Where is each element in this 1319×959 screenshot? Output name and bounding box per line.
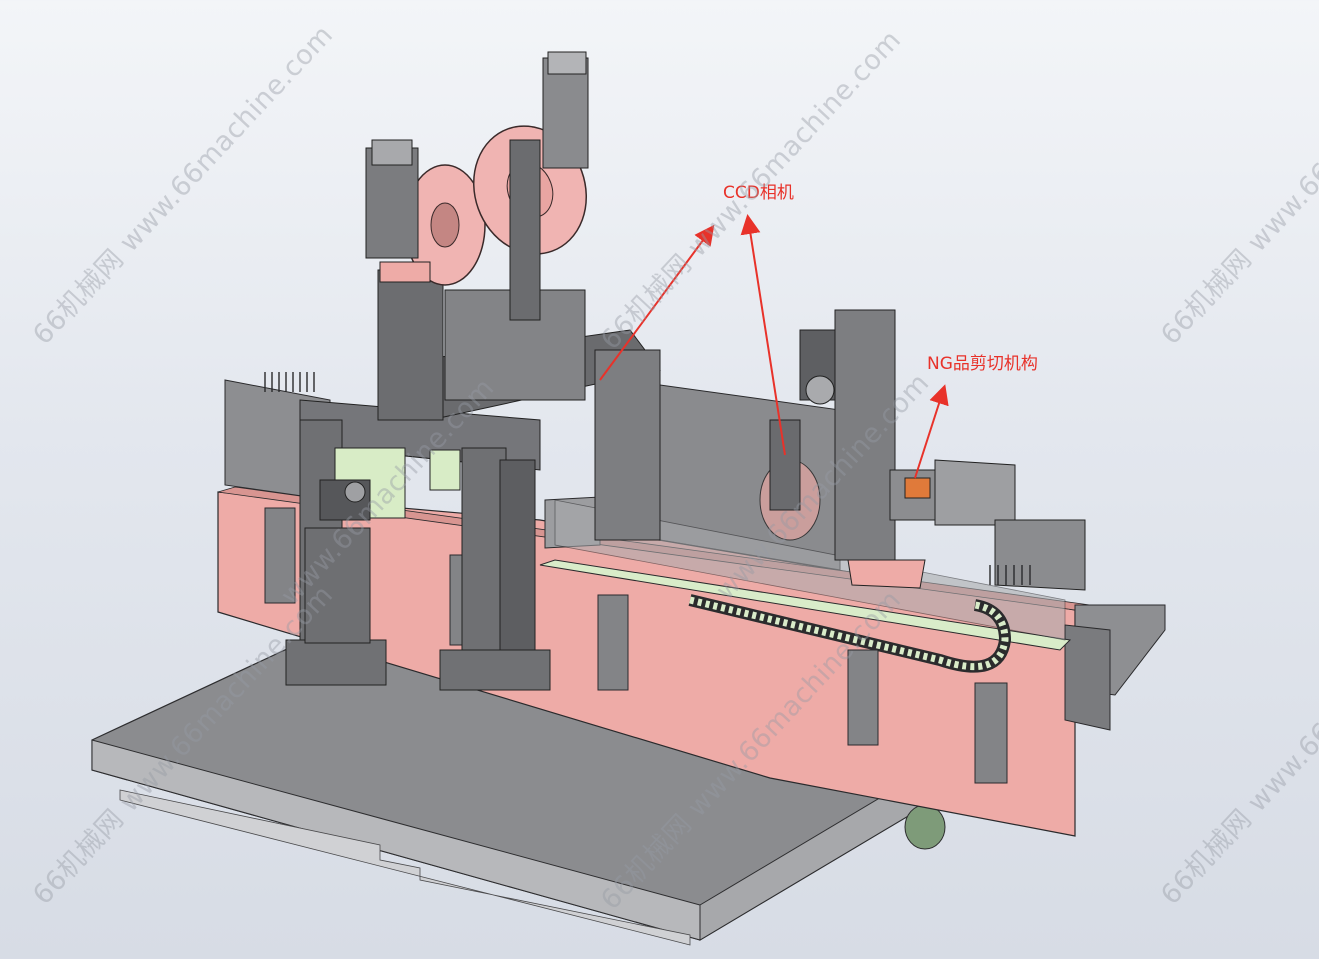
servo-motor-right (509, 51, 589, 321)
ccd-camera-label: CCD相机 (723, 183, 794, 203)
cable-chain (688, 594, 1012, 673)
ccd-camera-rear (759, 309, 896, 561)
linear-rail (539, 496, 1072, 651)
ccd-arrow-left (599, 224, 715, 381)
tape-reel-left (404, 164, 486, 286)
fin-comb (264, 372, 1031, 585)
ng-cutting-label: NG品剪切机构 (927, 354, 1038, 374)
ng-cutting-mechanism (847, 459, 1086, 591)
servo-motor-left (365, 139, 431, 283)
ng-arrow (914, 384, 949, 479)
support-legs (264, 507, 1008, 784)
right-module (1064, 604, 1166, 731)
callout-arrows (599, 214, 949, 479)
ccd-camera-front (304, 479, 371, 644)
ccd-arrow-right (740, 214, 786, 456)
